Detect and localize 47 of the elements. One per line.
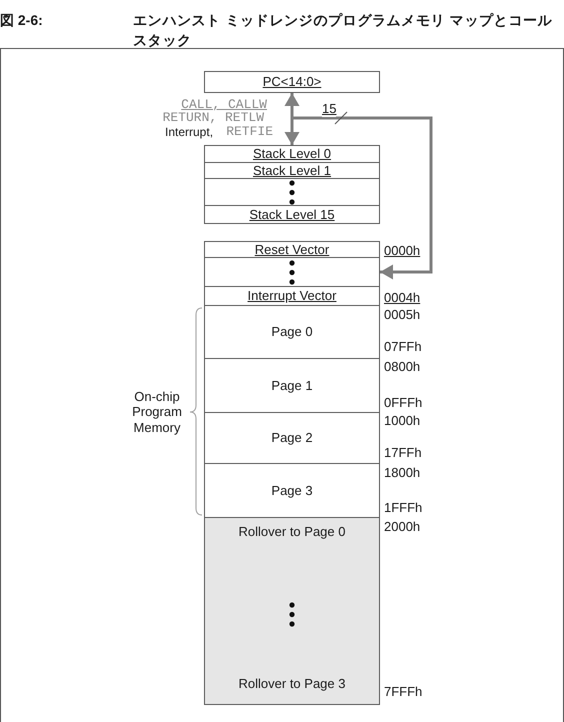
row-label: Stack Level 15 — [249, 206, 335, 222]
memory-row — [204, 257, 380, 287]
stack-level-row — [204, 178, 380, 206]
figure-number: 図 2-6: — [0, 12, 43, 28]
memory-page-block — [204, 358, 380, 413]
row-label: Rollover to Page 0 — [238, 524, 346, 540]
region-label: On-chip Program Memory — [131, 388, 183, 435]
instruction-label: RETURN, RETLW — [162, 110, 264, 126]
address-label: 7FFFh — [384, 684, 422, 700]
event-label: Interrupt, — [165, 124, 214, 140]
memory-page-block — [204, 463, 380, 518]
stack-level-row — [204, 162, 380, 179]
arrow — [294, 116, 432, 280]
memory-row — [204, 241, 380, 258]
address-label: 07FFh — [384, 339, 422, 355]
address-label: 0005h — [384, 307, 420, 323]
address-label: 1FFFh — [384, 500, 422, 516]
figure-title: エンハンスト ミッドレンジのプログラムメモリ マップとコールスタック — [133, 11, 554, 50]
stack-level-row — [204, 205, 380, 224]
instruction-label: RETFIE — [226, 124, 273, 140]
address-label: 0800h — [384, 359, 420, 375]
row-label: PC<14:0> — [262, 74, 322, 90]
memory-page-block — [204, 305, 380, 359]
row-label: Stack Level 1 — [252, 162, 332, 178]
address-label: 0000h — [384, 243, 420, 259]
edge-label: 15 — [322, 101, 336, 117]
row-label: Page 2 — [271, 430, 313, 446]
row-label: Reset Vector — [254, 242, 330, 258]
memory-page-block — [204, 412, 380, 464]
row-label: Page 0 — [271, 324, 313, 340]
address-label: 1000h — [384, 413, 420, 429]
row-label: Page 1 — [271, 378, 313, 394]
memory-row — [204, 286, 380, 306]
address-label: 17FFh — [384, 445, 422, 461]
row-label: Page 3 — [271, 482, 313, 498]
row-label: Stack Level 0 — [252, 146, 332, 162]
register-box — [204, 71, 380, 93]
address-label: 1800h — [384, 465, 420, 481]
stack-level-row — [204, 145, 380, 163]
address-label: 0004h — [384, 290, 420, 306]
instruction-label: CALL, CALLW — [181, 97, 267, 112]
row-label: Interrupt Vector — [248, 288, 336, 304]
memory-region — [204, 517, 380, 705]
address-label: 2000h — [384, 519, 420, 535]
address-label: 0FFFh — [384, 395, 422, 411]
arrow — [284, 93, 300, 145]
row-label: Rollover to Page 3 — [238, 676, 346, 692]
